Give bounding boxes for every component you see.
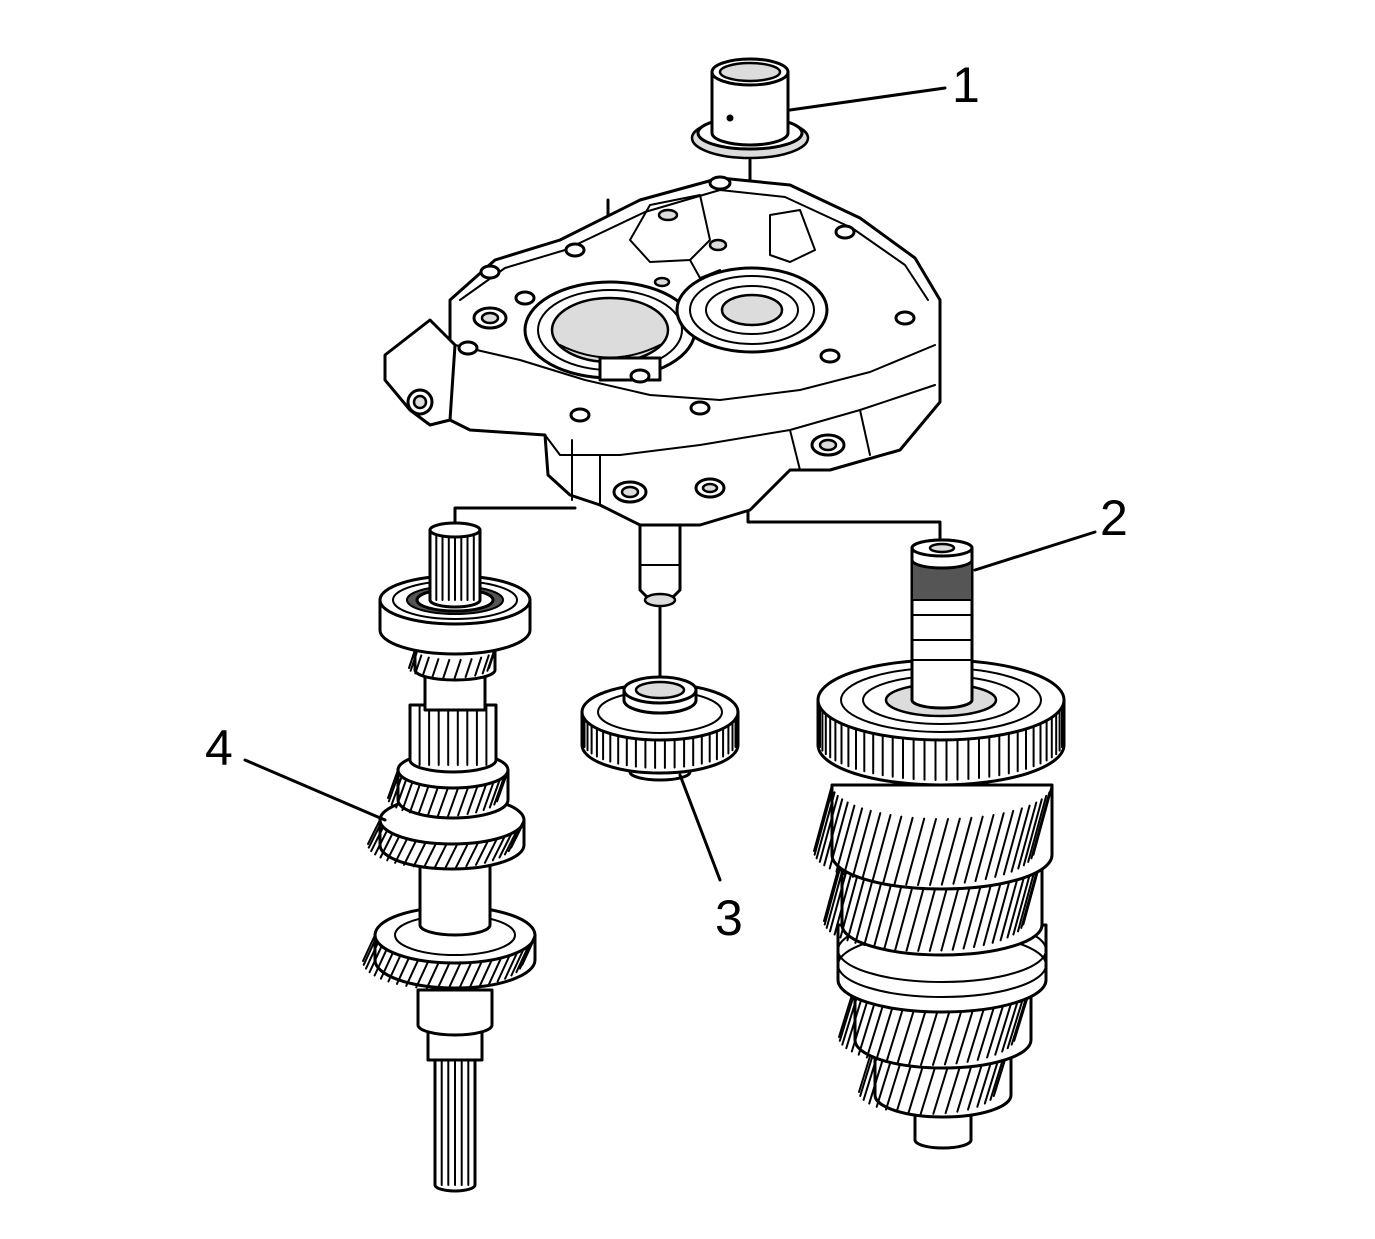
- lower-gear-teeth: [362, 934, 536, 990]
- callout-3: 3: [715, 890, 743, 946]
- upper-gear-teeth: [387, 769, 509, 817]
- callout-4: 4: [205, 720, 233, 776]
- upper-spline: [435, 534, 475, 601]
- lower-spline: [440, 1059, 470, 1186]
- callout-1: 1: [952, 57, 980, 113]
- mid-spline: [418, 704, 488, 766]
- part-2-output-shaft: [813, 530, 1097, 1150]
- bolt-holes: [457, 175, 916, 504]
- part-1-sleeve: [690, 57, 947, 160]
- part-4-input-shaft: [243, 521, 537, 1193]
- middle-gear-teeth: [367, 819, 525, 869]
- transmission-housing: [383, 175, 942, 608]
- part-3-idler-gear: [580, 675, 740, 882]
- callout-labels: 1 2 3 4: [205, 57, 1128, 946]
- gear-r2-teeth: [813, 784, 1053, 886]
- gear-r4-teeth: [838, 984, 1032, 1066]
- idler-gear-teeth: [581, 711, 739, 769]
- drive-gear-teeth: [408, 649, 496, 679]
- gear-r1-teeth: [817, 699, 1065, 781]
- callout-2: 2: [1100, 490, 1128, 546]
